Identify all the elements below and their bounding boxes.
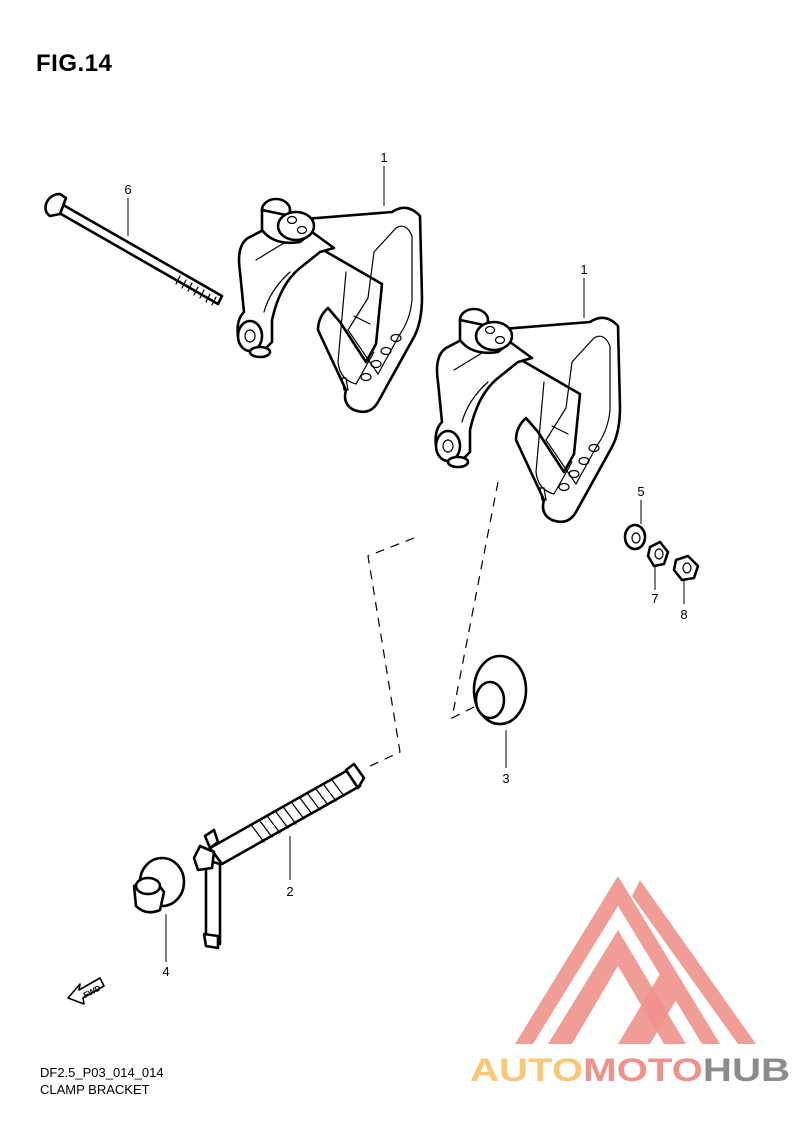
watermark-hub: HUB	[703, 1052, 790, 1088]
bolt	[44, 192, 224, 306]
clamp-pad	[472, 654, 528, 726]
leader-lines	[127, 166, 685, 962]
assembly-line-screw	[365, 537, 415, 769]
washer	[623, 523, 647, 551]
clamp-bracket-lower	[434, 307, 622, 524]
handle-cap	[132, 856, 186, 914]
clamp-screw	[192, 762, 366, 950]
figure-name: CLAMP BRACKET	[40, 1082, 150, 1097]
footer: DF2.5_P03_014_014 CLAMP BRACKET	[40, 1064, 164, 1098]
nut	[646, 540, 670, 568]
callout-5: 5	[637, 484, 644, 499]
callout-8: 8	[680, 607, 687, 622]
callout-4: 4	[162, 964, 169, 979]
callout-7: 7	[651, 591, 658, 606]
watermark-moto: MOTO	[583, 1052, 703, 1088]
assembly-line-pad	[451, 481, 499, 720]
callout-2: 2	[286, 884, 293, 899]
figure-title: FIG.14	[36, 50, 113, 77]
cap-nut	[672, 554, 700, 582]
fwd-arrow-icon: FWD	[67, 977, 105, 1005]
figure-code: DF2.5_P03_014_014	[40, 1065, 164, 1080]
callout-3: 3	[502, 771, 509, 786]
watermark-logo-icon	[515, 876, 756, 1044]
clamp-bracket-upper	[236, 197, 424, 414]
callout-1-upper: 1	[380, 150, 387, 165]
watermark-auto: AUTO	[470, 1052, 583, 1088]
callout-6: 6	[124, 182, 131, 197]
callout-1-lower: 1	[580, 262, 587, 277]
